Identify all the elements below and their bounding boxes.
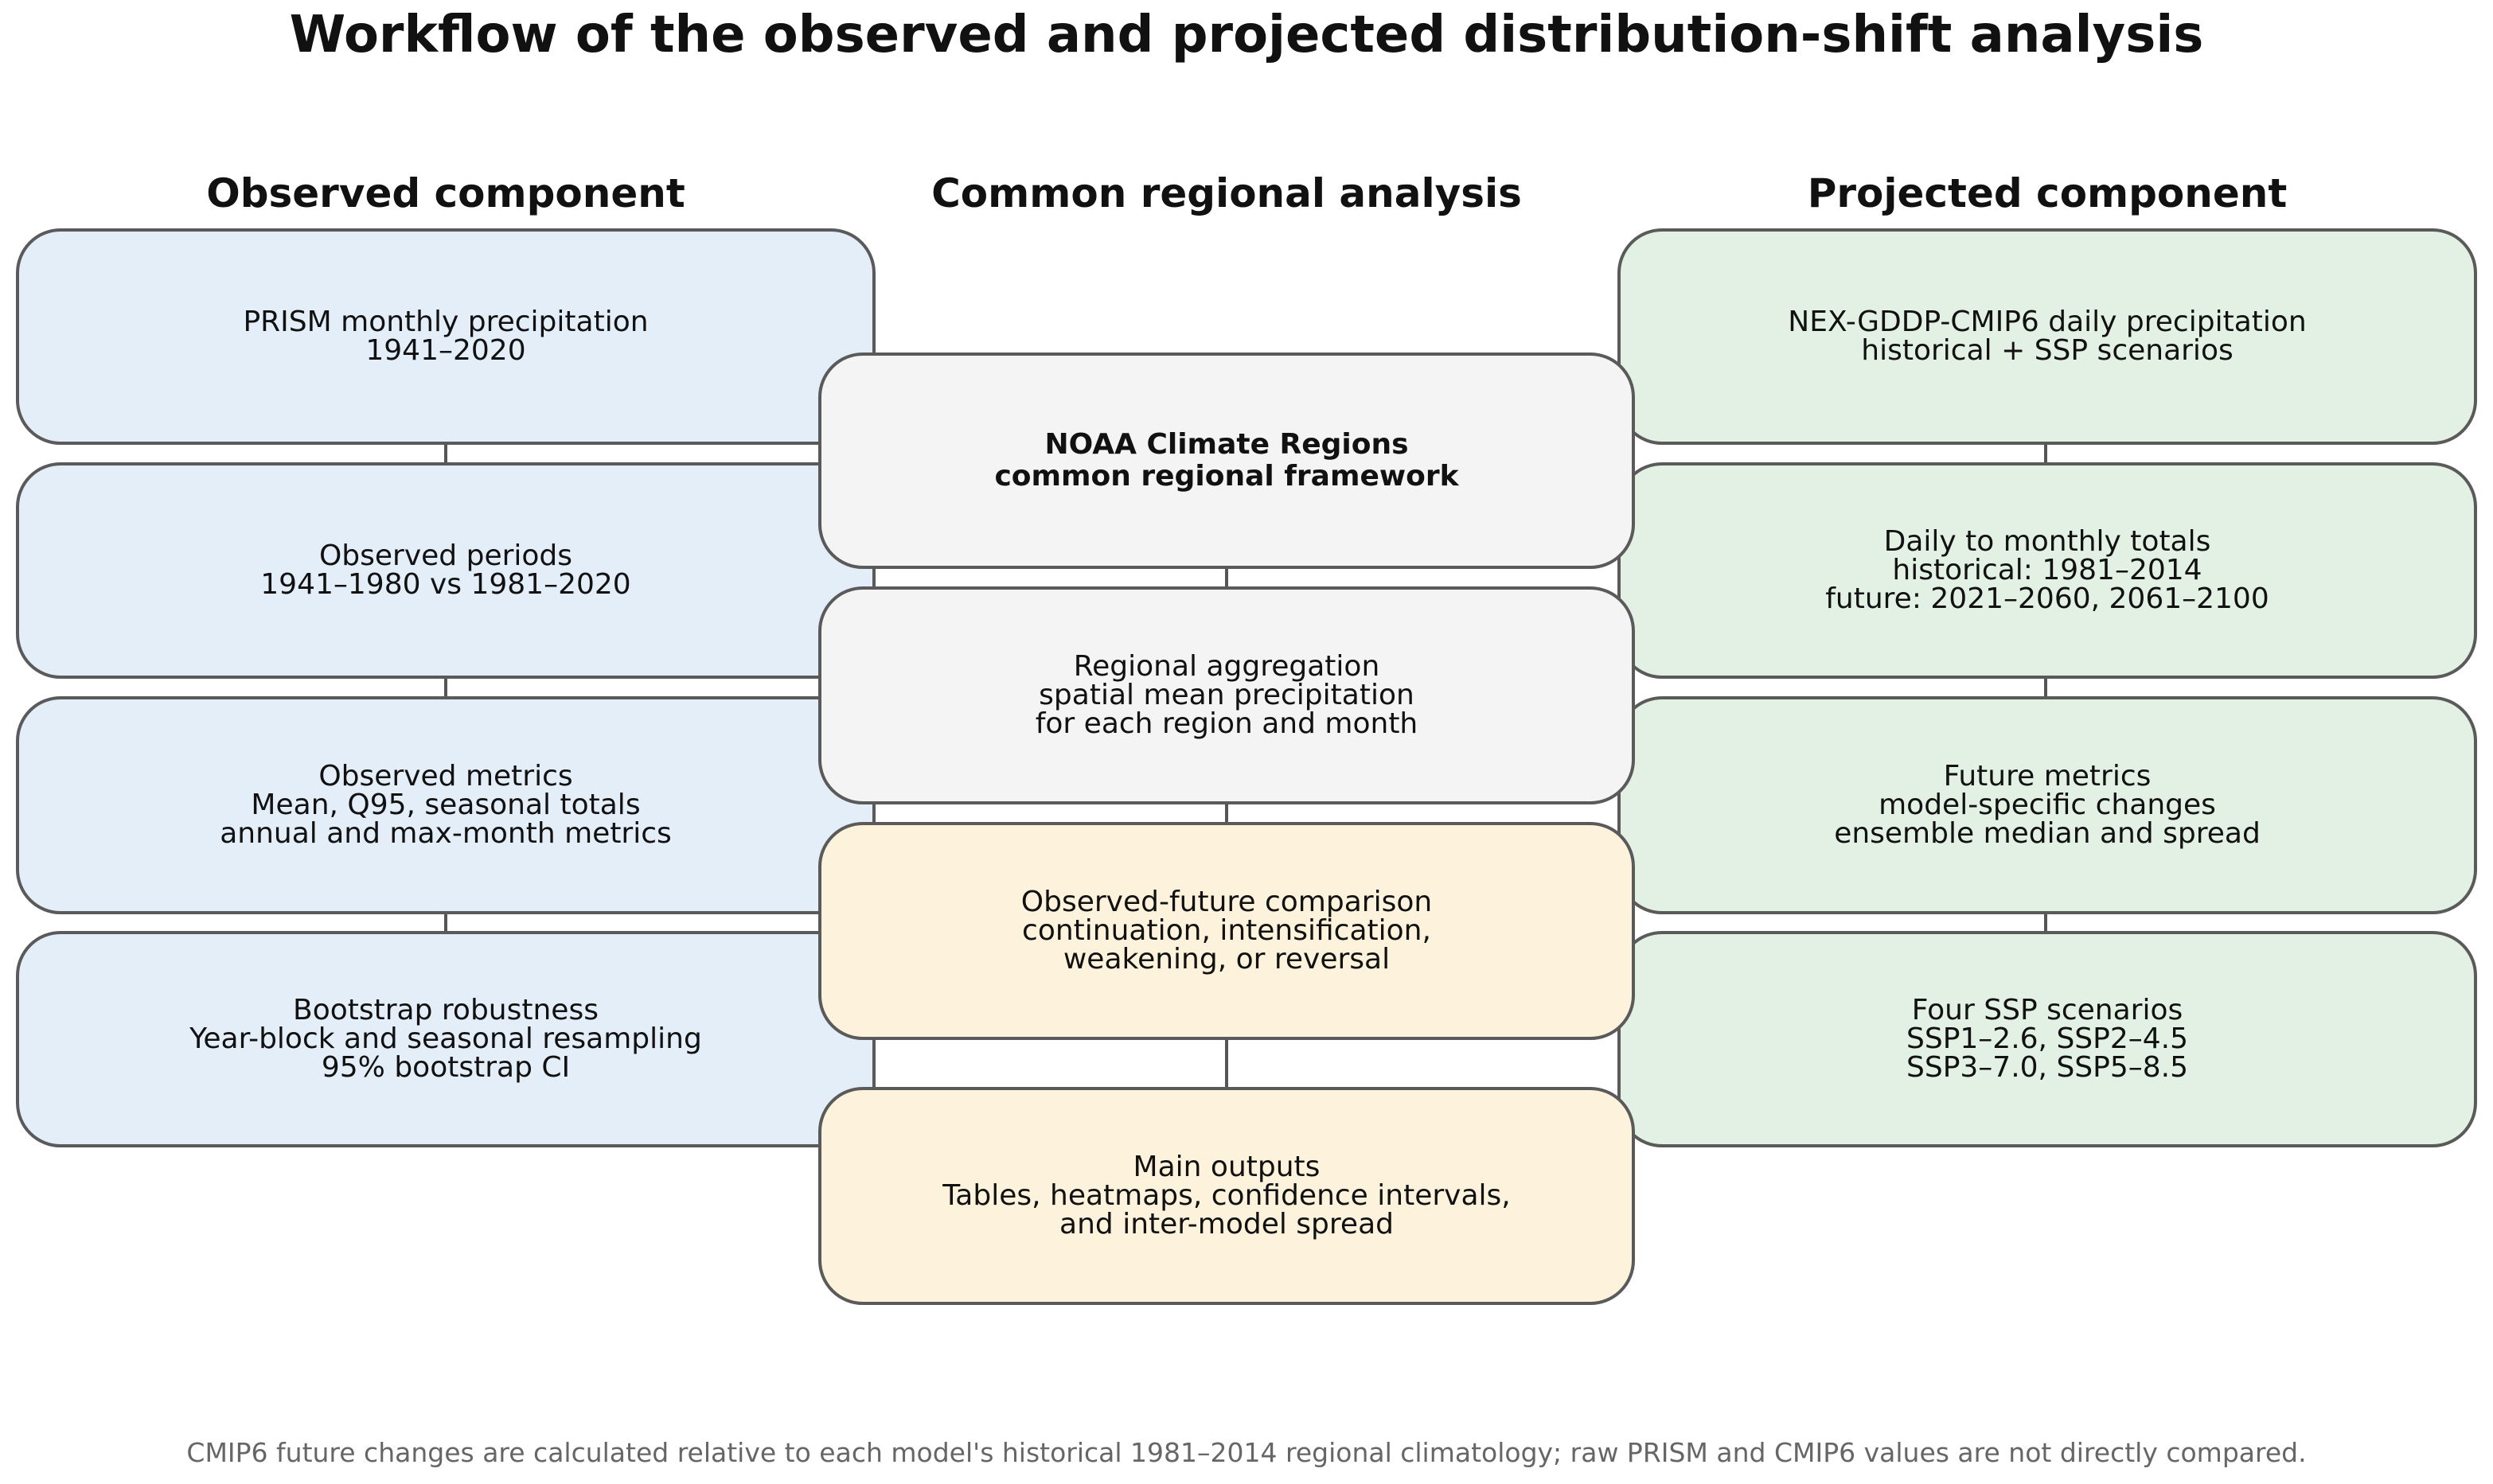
common-connector [1225, 567, 1228, 592]
box-line: NEX-GDDP-CMIP6 daily precipitation [1788, 306, 2307, 338]
observed-heading: Observed component [206, 170, 685, 216]
box-line: future: 2021–2060, 2061–2100 [1825, 582, 2269, 615]
observed-box-prism: PRISM monthly precipitation 1941–2020 [16, 228, 876, 445]
box-line: Tables, heatmaps, confidence intervals, [942, 1179, 1511, 1212]
box-line: historical + SSP scenarios [1861, 334, 2234, 367]
common-box-noaa-regions: NOAA Climate Regions common regional fra… [818, 352, 1635, 569]
projected-box-nex-gddp: NEX-GDDP-CMIP6 daily precipitation histo… [1617, 228, 2477, 445]
box-line: spatial mean precipitation [1039, 679, 1414, 711]
box-line: for each region and month [1035, 707, 1418, 740]
projected-box-future-metrics: Future metrics model-specific changes en… [1617, 696, 2477, 914]
footnote: CMIP6 future changes are calculated rela… [186, 1437, 2307, 1468]
box-line: weakening, or reversal [1063, 943, 1391, 976]
box-line: Daily to monthly totals [1883, 525, 2211, 558]
projected-box-ssp-scenarios: Four SSP scenarios SSP1–2.6, SSP2–4.5 SS… [1617, 931, 2477, 1147]
observed-box-periods: Observed periods 1941–1980 vs 1981–2020 [16, 462, 876, 679]
projected-connector [2044, 676, 2047, 702]
common-box-regional-aggregation: Regional aggregation spatial mean precip… [818, 586, 1635, 804]
box-line: Regional aggregation [1073, 650, 1380, 683]
observed-connector [444, 442, 447, 468]
box-line: Bootstrap robustness [293, 994, 599, 1026]
box-line: common regional framework [994, 460, 1459, 493]
box-line: historical: 1981–2014 [1892, 554, 2202, 586]
box-line: Year-block and seasonal resampling [189, 1022, 702, 1055]
common-connector [1225, 1038, 1228, 1089]
box-line: Observed-future comparison [1020, 886, 1433, 918]
box-line: annual and max-month metrics [220, 817, 672, 850]
box-line: Future metrics [1943, 760, 2152, 793]
box-line: Observed periods [318, 539, 573, 572]
observed-box-metrics: Observed metrics Mean, Q95, seasonal tot… [16, 696, 876, 914]
box-line: 1941–2020 [365, 334, 526, 367]
box-line: Four SSP scenarios [1911, 994, 2183, 1026]
observed-connector [444, 676, 447, 702]
observed-box-bootstrap: Bootstrap robustness Year-block and seas… [16, 931, 876, 1147]
common-heading: Common regional analysis [931, 170, 1522, 216]
projected-box-monthly-totals: Daily to monthly totals historical: 1981… [1617, 462, 2477, 679]
box-line: PRISM monthly precipitation [243, 306, 649, 338]
common-box-main-outputs: Main outputs Tables, heatmaps, confidenc… [818, 1087, 1635, 1305]
page-title: Workflow of the observed and projected d… [289, 6, 2204, 64]
box-line: Main outputs [1133, 1151, 1321, 1183]
common-box-observed-future-comparison: Observed-future comparison continuation,… [818, 822, 1635, 1040]
box-line: Mean, Q95, seasonal totals [251, 789, 641, 821]
box-line: model-specific changes [1879, 789, 2216, 821]
observed-connector [444, 912, 447, 937]
box-line: continuation, intensification, [1022, 914, 1431, 947]
box-line: NOAA Climate Regions [1044, 428, 1409, 461]
box-line: ensemble median and spread [1834, 817, 2261, 850]
box-line: Observed metrics [318, 760, 573, 793]
box-line: 1941–1980 vs 1981–2020 [260, 568, 631, 601]
box-line: and inter-model spread [1059, 1208, 1394, 1241]
common-connector [1225, 802, 1228, 828]
box-line: SSP1–2.6, SSP2–4.5 [1906, 1022, 2189, 1055]
box-line: SSP3–7.0, SSP5–8.5 [1906, 1051, 2189, 1084]
projected-connector [2044, 912, 2047, 937]
projected-heading: Projected component [1807, 170, 2288, 216]
box-line: 95% bootstrap CI [321, 1051, 571, 1084]
projected-connector [2044, 442, 2047, 468]
